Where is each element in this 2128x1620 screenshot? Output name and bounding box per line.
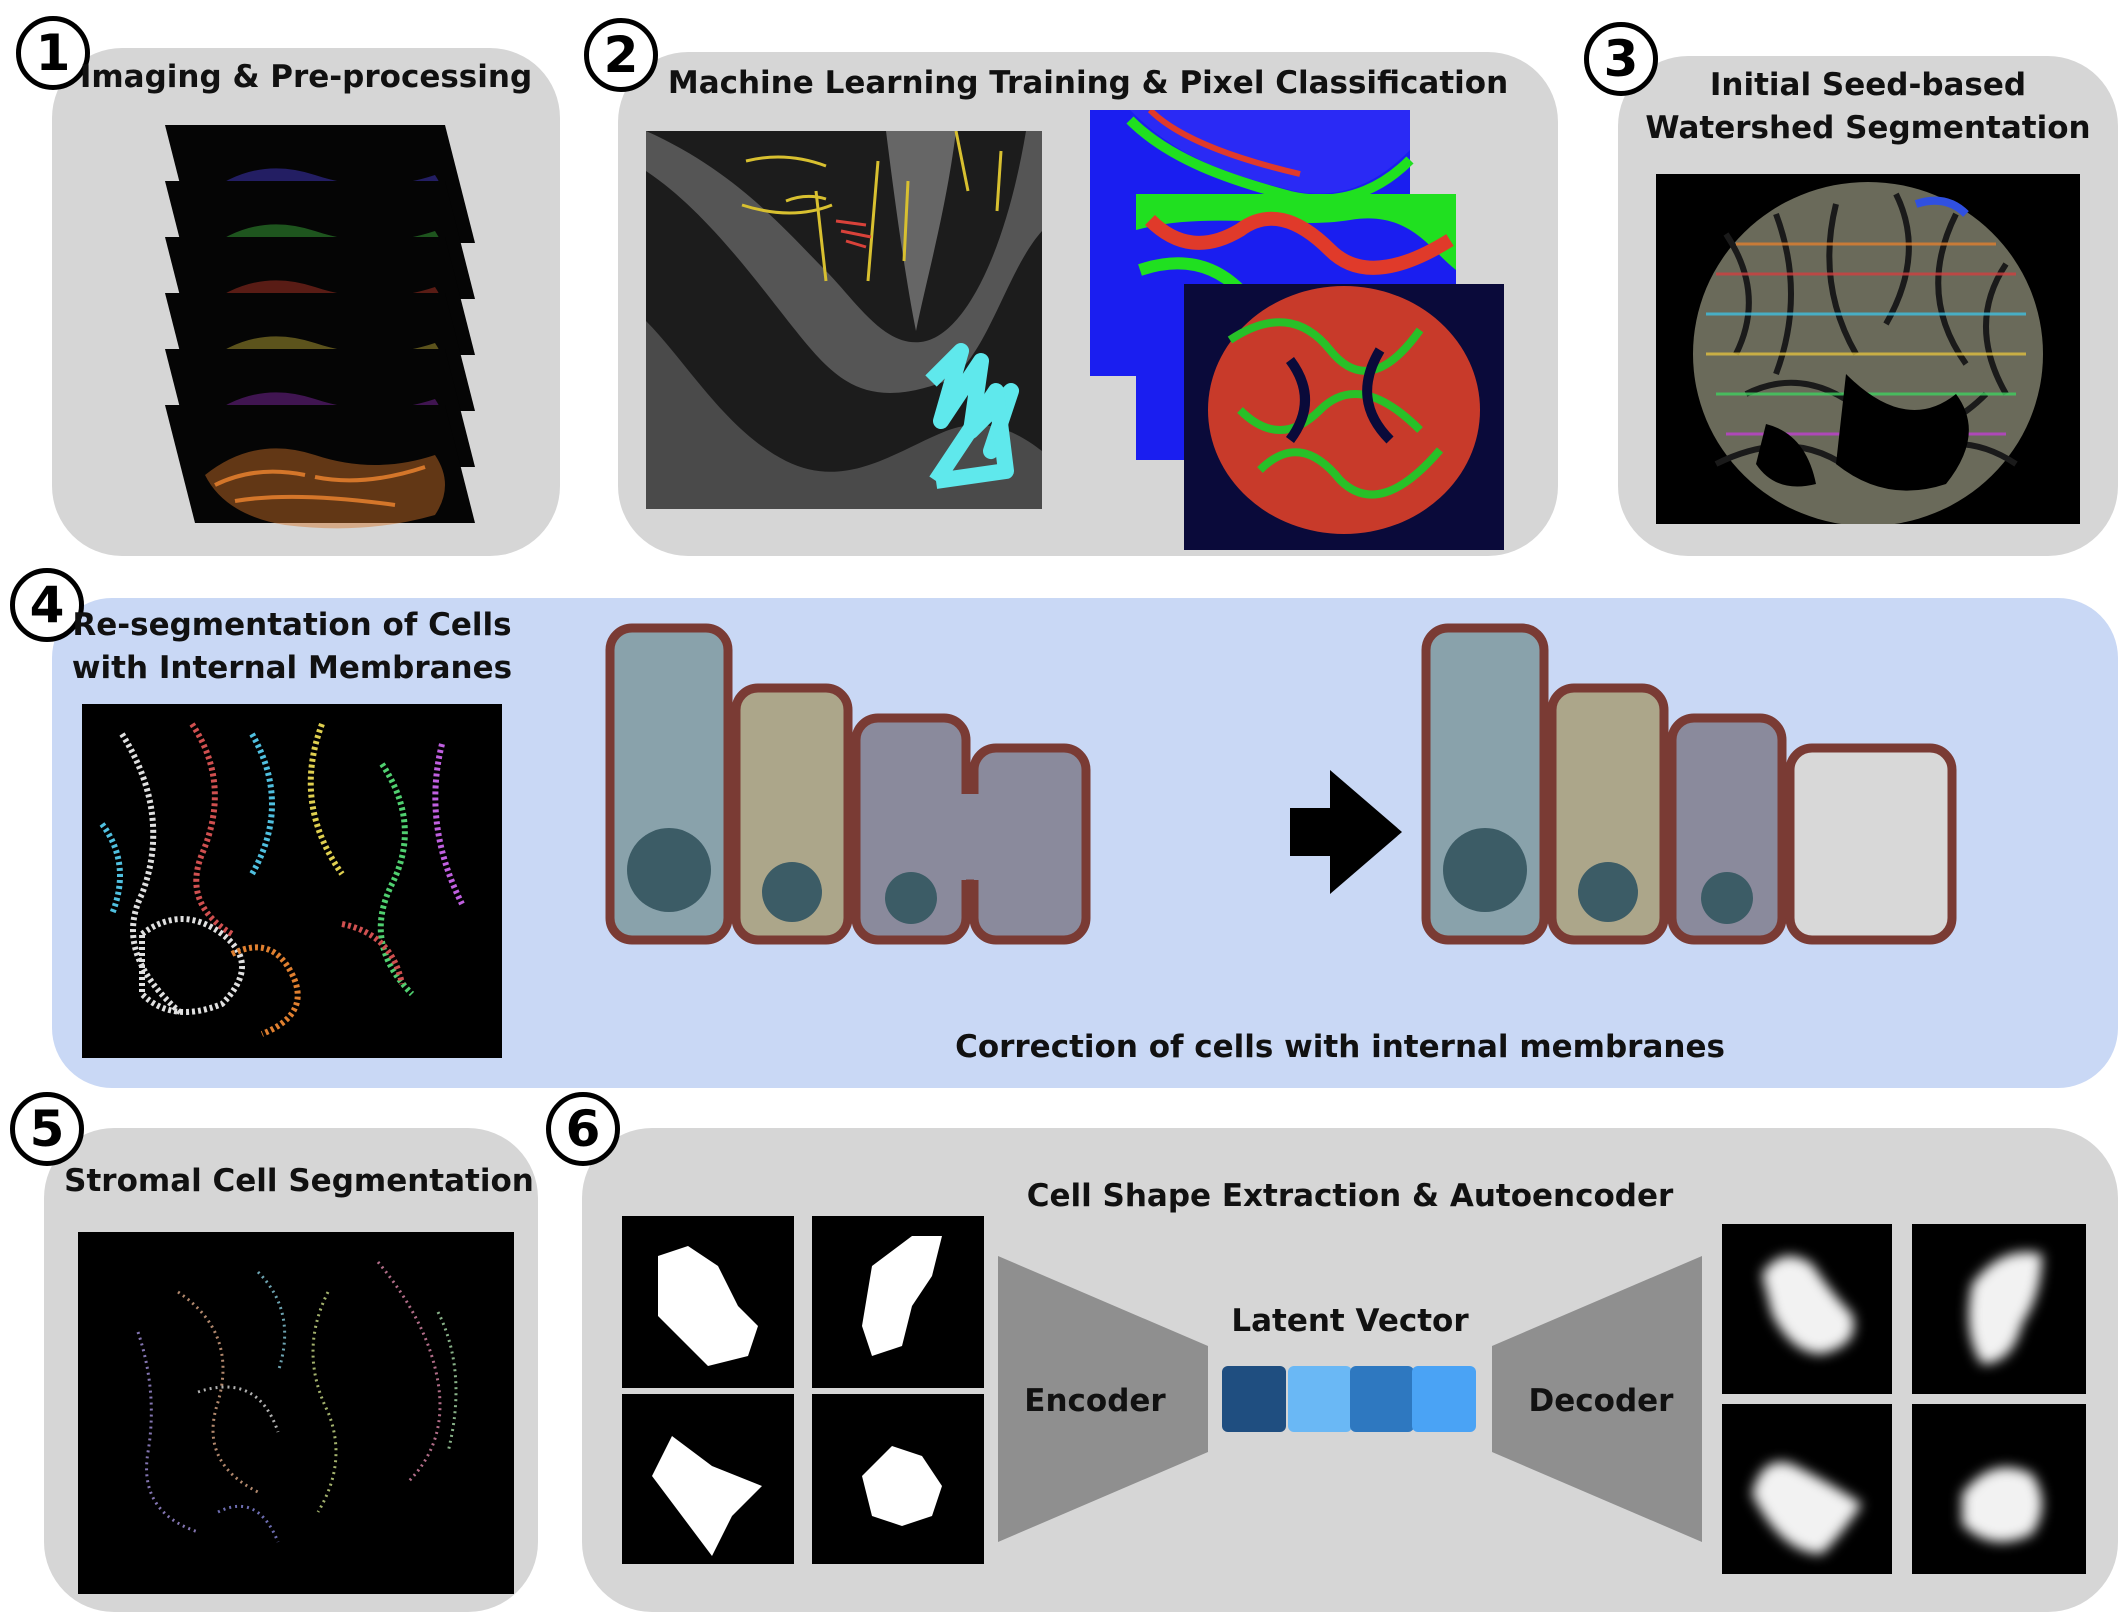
latent-cell-2 [1288, 1366, 1352, 1432]
step-6-title: Cell Shape Extraction & Autoencoder [1026, 1178, 1674, 1214]
cells-after-correction [1421, 623, 1957, 945]
step-3-title-line1: Initial Seed-based [1709, 67, 2027, 103]
step-2-badge: 2 [584, 18, 658, 92]
encoder-trapezoid [998, 1256, 1208, 1542]
decoder-trapezoid [1492, 1256, 1702, 1542]
channel-stack-layers [165, 125, 475, 529]
step-3-badge: 3 [1584, 22, 1658, 96]
step-1-title: Imaging & Pre-processing [79, 59, 533, 95]
pixel-classification-stack [1090, 110, 1504, 550]
input-cell-shapes [622, 1216, 984, 1564]
latent-cell-1 [1222, 1366, 1286, 1432]
latent-cell-4 [1412, 1366, 1476, 1432]
image-channel-stack [165, 125, 475, 529]
step-3-title-line2: Watershed Segmentation [1645, 110, 2091, 146]
annotated-nuclei-image [646, 131, 1042, 509]
step-6-badge: 6 [546, 1092, 620, 1166]
step-4-badge: 4 [10, 568, 84, 642]
cells-before-correction [605, 623, 1091, 945]
step-5-title: Stromal Cell Segmentation [64, 1163, 534, 1199]
step-5-badge: 5 [10, 1092, 84, 1166]
encoder-label: Encoder [1024, 1383, 1166, 1419]
reconstructed-cell-shapes [1722, 1224, 2086, 1574]
channel-layer-6 [165, 405, 475, 529]
step-4-title-line1: Re-segmentation of Cells [72, 607, 512, 643]
watershed-segmentation-image [1656, 174, 2080, 524]
latent-vector-label: Latent Vector [1231, 1303, 1469, 1339]
encoder-decoder-diagram [998, 1256, 1702, 1542]
step-1-badge: 1 [16, 16, 90, 90]
step-4-caption: Correction of cells with internal membra… [955, 1029, 1725, 1065]
arrow-right-icon [1290, 770, 1402, 894]
cell-membrane-diagram [605, 623, 1957, 945]
decoder-label: Decoder [1528, 1383, 1674, 1419]
resegmented-cells-image [82, 704, 502, 1058]
latent-cell-3 [1350, 1366, 1414, 1432]
stromal-segmentation-image [78, 1232, 514, 1594]
step-2-title: Machine Learning Training & Pixel Classi… [667, 65, 1509, 101]
step-4-title-line2: with Internal Membranes [71, 650, 513, 686]
